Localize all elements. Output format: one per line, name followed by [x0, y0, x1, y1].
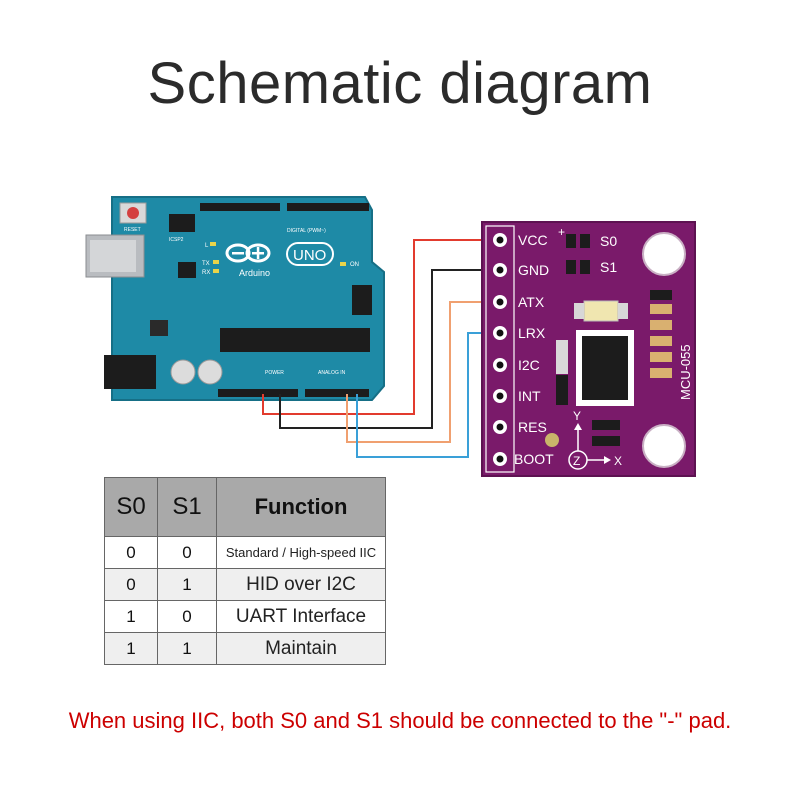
pin-header-outline — [485, 225, 515, 473]
component-2 — [556, 375, 568, 405]
power-jack — [104, 355, 156, 389]
led-l — [210, 242, 216, 246]
capacitor-1 — [170, 359, 196, 385]
table-cell-s1: 0 — [157, 536, 217, 569]
s0-label: S0 — [600, 233, 617, 249]
pin-label-res: RES — [518, 419, 547, 435]
pin-label-lrx: LRX — [518, 325, 546, 341]
uno-label: UNO — [293, 247, 326, 264]
table-row: 1 1 Maintain — [104, 632, 386, 665]
component-7 — [650, 352, 672, 362]
table-cell-s0: 0 — [104, 568, 158, 601]
function-table: S0 S1 Function 0 0 Standard / High-speed… — [104, 477, 386, 665]
table-header-row: S0 S1 Function — [104, 477, 386, 537]
table-header-s1: S1 — [157, 477, 217, 537]
component-9 — [592, 420, 620, 430]
capacitor-2 — [197, 359, 223, 385]
pin-label-atx: ATX — [518, 294, 545, 310]
on-label: ON — [350, 262, 359, 268]
crystal-pad-right — [618, 303, 628, 319]
digital-label: DIGITAL (PWM~) — [287, 228, 326, 234]
pin-label-i2c: I2C — [518, 357, 540, 373]
component-8 — [650, 368, 672, 378]
module-pins — [493, 233, 507, 466]
component-3 — [650, 290, 672, 300]
table-cell-function: Maintain — [216, 632, 386, 665]
reset-label: RESET — [124, 227, 141, 233]
analog-label: ANALOG IN — [318, 370, 346, 376]
analog-header — [305, 389, 369, 397]
table-cell-s0: 0 — [104, 536, 158, 569]
bno055-module: VCC GND ATX LRX I2C INT RES BOOT + S0 S1 — [481, 221, 696, 477]
icsp2-label: ICSP2 — [169, 237, 184, 243]
wire-gnd — [279, 269, 500, 429]
axis-y-label: Y — [573, 409, 581, 423]
led-tx-label: TX — [202, 261, 210, 267]
table-cell-s1: 1 — [157, 568, 217, 601]
component-6 — [650, 336, 672, 346]
table-row: 0 1 HID over I2C — [104, 568, 386, 601]
axis-z-label: Z — [573, 454, 580, 468]
table-cell-s1: 0 — [157, 600, 217, 633]
sensor-chip — [582, 336, 628, 400]
table-cell-function: HID over I2C — [216, 568, 386, 601]
atmega-chip — [220, 328, 370, 352]
component-10 — [592, 436, 620, 446]
s1-label: S1 — [600, 259, 617, 275]
led-rx — [213, 269, 219, 273]
led-tx — [213, 260, 219, 264]
boot-pad — [545, 433, 559, 447]
mounting-hole-top — [642, 232, 686, 276]
reset-button-cap — [127, 207, 139, 219]
table-header-s0: S0 — [104, 477, 158, 537]
page-title: Schematic diagram — [147, 51, 653, 116]
component-1 — [556, 340, 568, 374]
led-l-label: L — [205, 243, 209, 249]
uno-badge — [286, 242, 334, 266]
table-cell-s0: 1 — [104, 632, 158, 665]
wire-lrx — [356, 332, 500, 458]
pin-label-vcc: VCC — [518, 232, 548, 248]
arduino-board: RESET ICSP2 DIGITAL (PWM~) UNO Arduino L… — [85, 196, 385, 401]
table-row: 1 0 UART Interface — [104, 600, 386, 633]
wires — [262, 239, 500, 458]
led-rx-label: RX — [202, 270, 210, 276]
iic-note: When using IIC, both S0 and S1 should be… — [68, 708, 732, 733]
digital-header-2 — [287, 203, 369, 211]
pin-label-boot: BOOT — [514, 451, 554, 467]
icsp-header — [352, 285, 372, 315]
arduino-logo — [225, 243, 271, 263]
usb-chip — [178, 262, 196, 278]
digital-header-1 — [200, 203, 280, 211]
power-label: POWER — [265, 370, 284, 376]
axis-x-label: X — [614, 454, 622, 468]
led-on — [340, 262, 346, 266]
table-header-function: Function — [216, 477, 386, 537]
icsp2-header — [169, 214, 195, 232]
module-name-label: MCU-055 — [678, 344, 693, 400]
pin-label-int: INT — [518, 388, 541, 404]
arduino-brand-label: Arduino — [239, 268, 270, 278]
pin-label-gnd: GND — [518, 262, 549, 278]
crystal — [583, 300, 619, 322]
table-cell-s0: 1 — [104, 600, 158, 633]
table-cell-function: UART Interface — [216, 600, 386, 633]
s0-s1-pads: + — [558, 225, 590, 274]
wire-vcc — [262, 239, 500, 415]
usb-connector-inner — [90, 240, 136, 272]
table-cell-function: Standard / High-speed IIC — [216, 536, 386, 569]
table-cell-s1: 1 — [157, 632, 217, 665]
component-4 — [650, 304, 672, 314]
voltage-regulator — [150, 320, 168, 336]
svg-text:+: + — [558, 225, 565, 239]
axes-indicator: Z Y X — [568, 409, 622, 470]
crystal-pad-left — [574, 303, 584, 319]
component-5 — [650, 320, 672, 330]
table-row: 0 0 Standard / High-speed IIC — [104, 536, 386, 569]
power-header — [218, 389, 298, 397]
mounting-hole-bottom — [642, 424, 686, 468]
wire-atx — [346, 301, 500, 443]
